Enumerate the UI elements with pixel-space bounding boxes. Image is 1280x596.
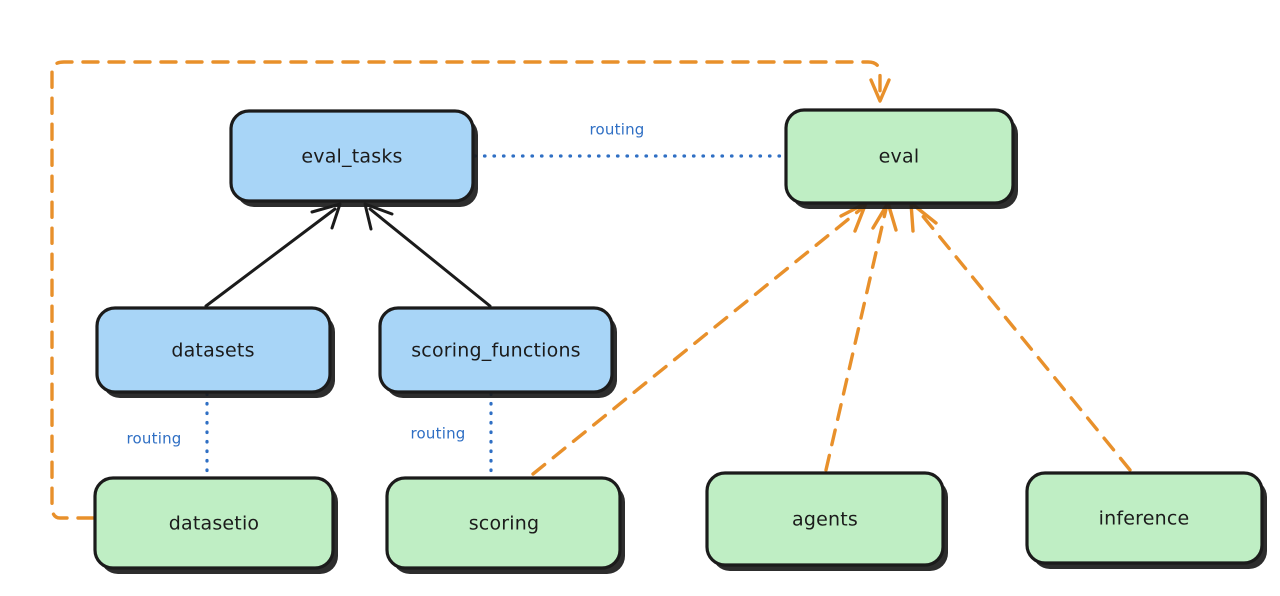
edge-datasetio-to-eval [50, 60, 891, 520]
edge-datasets-to-eval_tasks [204, 202, 342, 308]
node-layer: eval_tasks eval datasets scoring_functio… [93, 108, 1267, 574]
node-eval-label: eval [879, 146, 920, 168]
node-eval[interactable]: eval [784, 108, 1018, 209]
edge-datasetio-to-eval-arrowhead [869, 78, 891, 103]
node-scoring-body[interactable] [385, 476, 622, 570]
edge-label-routing-scoring_functions-scoring: routing [411, 425, 466, 443]
node-agents-body[interactable] [705, 471, 945, 567]
node-eval_tasks-body[interactable] [229, 109, 475, 203]
node-datasets[interactable]: datasets [95, 306, 335, 398]
node-eval-body[interactable] [784, 108, 1015, 205]
edge-scoring_functions-to-eval_tasks-line [368, 207, 492, 308]
edge-inference-to-eval [909, 201, 1132, 472]
node-scoring[interactable]: scoring [385, 476, 625, 574]
node-agents[interactable]: agents [705, 471, 948, 571]
edge-scoring-to-eval-line [531, 207, 863, 476]
node-datasets-label: datasets [171, 340, 254, 362]
node-eval_tasks[interactable]: eval_tasks [229, 109, 478, 207]
edge-scoring_functions-to-eval_tasks [363, 202, 492, 308]
edge-inference-to-eval-line [915, 207, 1132, 472]
edge-label-routing-datasets-datasetio: routing [127, 430, 182, 448]
node-scoring_functions[interactable]: scoring_functions [378, 306, 617, 398]
edge-datasets-to-eval_tasks-line [204, 207, 337, 308]
node-inference-body[interactable] [1025, 471, 1264, 565]
edge-label-routing-eval_tasks-eval: routing [590, 121, 645, 139]
node-agents-label: agents [792, 509, 858, 531]
edge-label-layer: routing routing routing [127, 121, 645, 448]
node-scoring-label: scoring [469, 513, 540, 535]
node-datasets-body[interactable] [95, 306, 332, 394]
edge-agents-to-eval [824, 201, 898, 472]
node-eval_tasks-label: eval_tasks [301, 146, 402, 168]
node-inference-label: inference [1099, 508, 1190, 530]
node-scoring_functions-body[interactable] [378, 306, 614, 394]
edge-agents-to-eval-line [824, 207, 888, 472]
node-datasetio-label: datasetio [169, 513, 260, 535]
node-inference[interactable]: inference [1025, 471, 1267, 569]
node-datasetio[interactable]: datasetio [93, 476, 338, 574]
edge-layer [50, 60, 1132, 520]
edge-datasetio-to-eval-line [50, 60, 882, 520]
node-scoring_functions-label: scoring_functions [411, 340, 581, 362]
node-datasetio-body[interactable] [93, 476, 335, 570]
